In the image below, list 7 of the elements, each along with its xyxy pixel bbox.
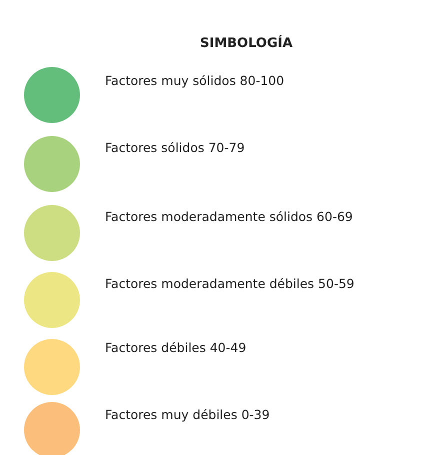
legend-label: Factores moderadamente débiles 50-59 <box>105 276 354 291</box>
legend-label: Factores muy débiles 0-39 <box>105 407 270 422</box>
legend-label: Factores muy sólidos 80-100 <box>105 73 284 88</box>
legend-label: Factores sólidos 70-79 <box>105 140 245 155</box>
legend-title: SIMBOLOGÍA <box>200 36 293 51</box>
legend-label: Factores débiles 40-49 <box>105 340 246 355</box>
legend-label: Factores moderadamente sólidos 60-69 <box>105 209 353 224</box>
